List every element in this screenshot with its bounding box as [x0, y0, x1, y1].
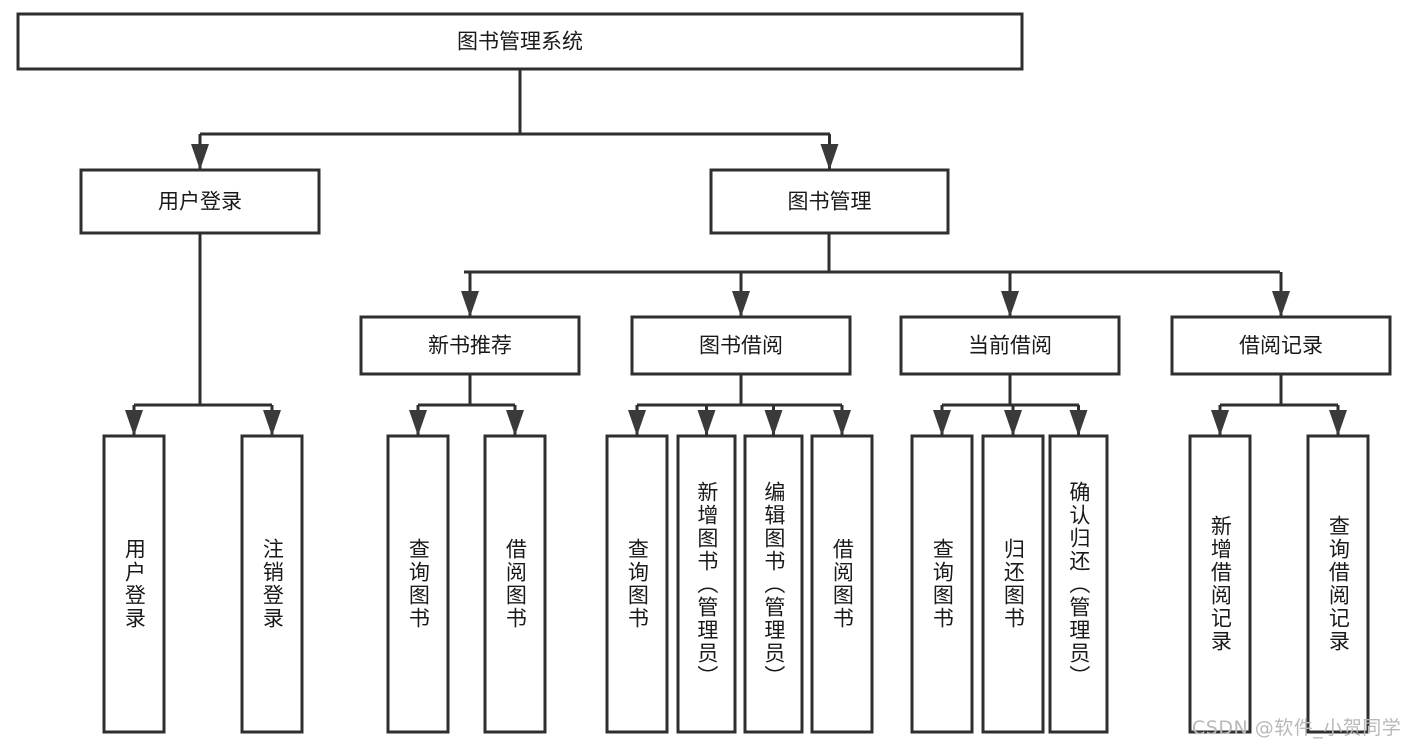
node-label: 图书管理 [788, 190, 872, 214]
node-leaf-query-book-borrow[interactable] [605, 434, 669, 734]
node-box[interactable] [709, 168, 950, 235]
node-box[interactable] [899, 315, 1121, 376]
node-label: 当前借阅 [968, 334, 1052, 358]
node-l3-current-borrow[interactable]: 当前借阅 [899, 315, 1121, 376]
node-leaf-return-book[interactable] [981, 434, 1045, 734]
node-box[interactable] [910, 434, 974, 734]
node-label: 图书管理系统 [457, 30, 583, 54]
node-box[interactable] [386, 434, 450, 734]
connector-layer [125, 69, 1347, 436]
node-root[interactable]: 图书管理系统 [16, 12, 1024, 71]
node-box[interactable] [810, 434, 874, 734]
csdn-watermark: CSDN @软件_小贺同学 [1192, 717, 1402, 739]
arrow-head [1211, 410, 1229, 436]
node-box[interactable] [743, 434, 804, 734]
node-l2-user-login[interactable]: 用户登录 [79, 168, 321, 235]
node-leaf-add-book-admin[interactable] [676, 434, 737, 734]
arrow-head [1272, 291, 1290, 317]
node-label: 新书推荐 [428, 334, 512, 358]
node-label: 图书借阅 [699, 334, 783, 358]
arrow-head [125, 410, 143, 436]
node-leaf-logout[interactable] [240, 434, 304, 734]
node-leaf-query-book-cur[interactable] [910, 434, 974, 734]
arrow-head [409, 410, 427, 436]
node-box[interactable] [1188, 434, 1252, 734]
node-label: 借阅记录 [1239, 334, 1323, 358]
node-leaf-query-book-rec[interactable] [386, 434, 450, 734]
arrow-head [764, 410, 783, 436]
arrow-head [506, 410, 524, 436]
node-l3-new-book-rec[interactable]: 新书推荐 [359, 315, 581, 376]
node-box[interactable] [1048, 434, 1109, 734]
arrow-head [263, 410, 281, 436]
arrow-head [1001, 291, 1019, 317]
node-box[interactable] [676, 434, 737, 734]
node-box[interactable] [630, 315, 852, 376]
arrow-head [1004, 410, 1022, 436]
node-l2-book-manage[interactable]: 图书管理 [709, 168, 950, 235]
node-box[interactable] [483, 434, 547, 734]
arrow-head [628, 410, 646, 436]
node-l3-book-borrow[interactable]: 图书借阅 [630, 315, 852, 376]
arrow-head [191, 144, 209, 170]
node-box[interactable] [79, 168, 321, 235]
node-box[interactable] [605, 434, 669, 734]
arrow-head [820, 144, 839, 170]
node-box[interactable] [240, 434, 304, 734]
node-leaf-borrow-book[interactable] [810, 434, 874, 734]
node-leaf-query-borrow-record[interactable] [1306, 434, 1370, 734]
arrow-head [732, 291, 750, 317]
arrow-head [1329, 410, 1347, 436]
arrow-head [1069, 410, 1088, 436]
node-leaf-edit-book-admin[interactable] [743, 434, 804, 734]
node-box[interactable] [16, 12, 1024, 71]
arrow-head [697, 410, 716, 436]
arrow-head [833, 410, 851, 436]
node-leaf-confirm-return-admin[interactable] [1048, 434, 1109, 734]
node-l3-borrow-record[interactable]: 借阅记录 [1170, 315, 1392, 376]
arrow-head [461, 291, 479, 317]
node-box[interactable] [102, 434, 166, 734]
arrow-head [933, 410, 951, 436]
node-box[interactable] [1306, 434, 1370, 734]
node-label: 用户登录 [158, 190, 242, 214]
node-leaf-add-borrow-record[interactable] [1188, 434, 1252, 734]
node-leaf-borrow-book-rec[interactable] [483, 434, 547, 734]
node-box[interactable] [359, 315, 581, 376]
node-box[interactable] [1170, 315, 1392, 376]
node-leaf-user-login[interactable] [102, 434, 166, 734]
node-box[interactable] [981, 434, 1045, 734]
